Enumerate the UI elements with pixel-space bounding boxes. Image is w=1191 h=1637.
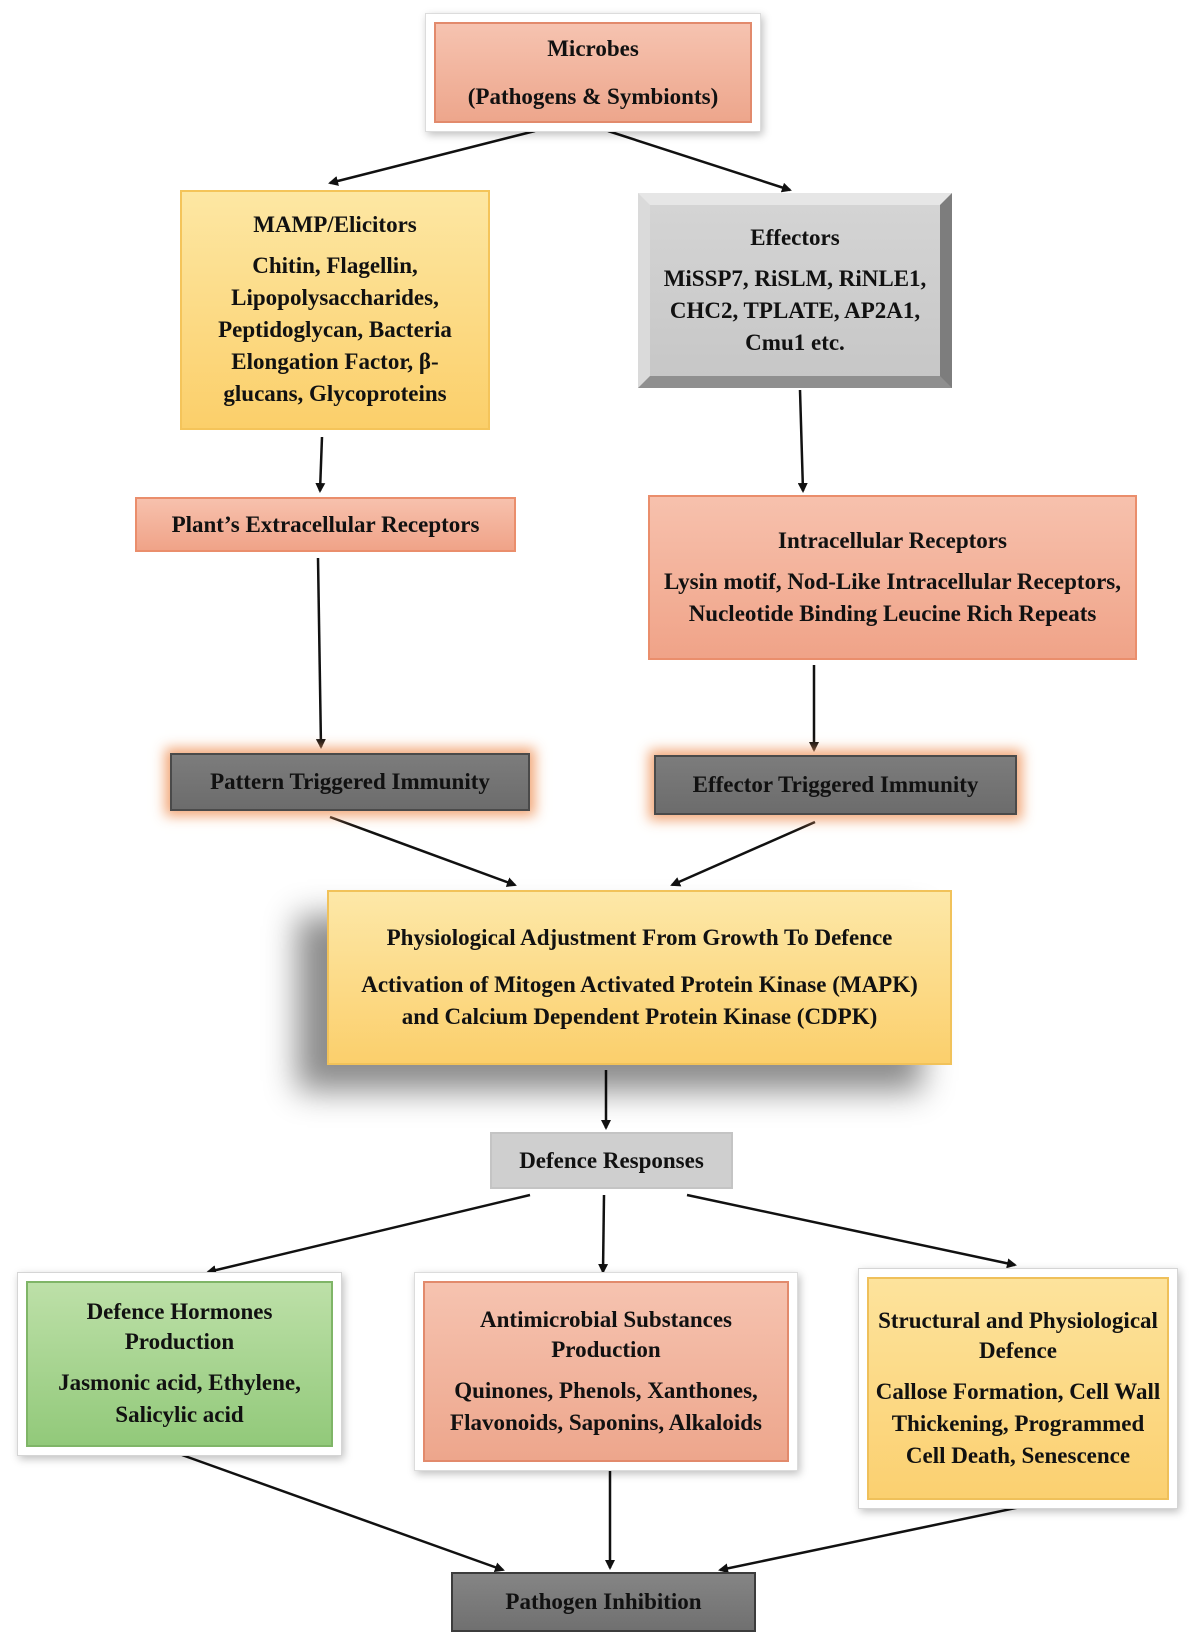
pathogen-inhibition-box: Pathogen Inhibition <box>451 1572 756 1632</box>
structural-physiological-defence-box: Structural and Physiological Defence Cal… <box>859 1269 1177 1508</box>
antimicrobial-title: Antimicrobial Substances Production <box>480 1306 732 1362</box>
arrow-effectors-to-intracellular <box>797 389 808 493</box>
physiological-adjustment-box: Physiological Adjustment From Growth To … <box>327 890 952 1065</box>
arrow-hormones-to-inhibition <box>181 1453 505 1573</box>
arrow-pti-to-physio <box>329 815 517 887</box>
microbes-subtitle: (Pathogens & Symbionts) <box>467 83 719 109</box>
physio-title: Physiological Adjustment From Growth To … <box>386 924 893 950</box>
intracellular-title: Intracellular Receptors <box>778 527 1007 553</box>
inhibition-label: Pathogen Inhibition <box>505 1589 702 1614</box>
defence-responses-label: Defence Responses <box>519 1147 704 1173</box>
hormones-body: Jasmonic acid, Ethylene, Salicylic acid <box>58 1370 301 1427</box>
antimicrobial-substances-box: Antimicrobial Substances Production Quin… <box>415 1273 797 1470</box>
microbes-title: Microbes <box>547 35 639 61</box>
arrow-eti-to-physio <box>670 820 816 887</box>
effectors-body: MiSSP7, RiSLM, RiNLE1, CHC2, TPLATE, AP2… <box>663 265 927 355</box>
mamp-body: Chitin, Flagellin, Lipopolysaccharides, … <box>218 253 452 406</box>
arrow-structural-to-inhibition <box>718 1503 1031 1574</box>
structural-title: Structural and Physiological Defence <box>878 1307 1158 1363</box>
arrow-extracellular-to-pti <box>315 557 326 749</box>
intracellular-receptors-box: Intracellular Receptors Lysin motif, Nod… <box>648 495 1137 660</box>
mamp-elicitors-box: MAMP/Elicitors Chitin, Flagellin, Lipopo… <box>180 190 490 430</box>
effectors-title: Effectors <box>750 224 840 250</box>
pti-label: Pattern Triggered Immunity <box>210 769 490 794</box>
effector-triggered-immunity-box: Effector Triggered Immunity <box>654 755 1017 815</box>
mamp-title: MAMP/Elicitors <box>253 212 417 237</box>
arrow-mamp-to-extracellular <box>315 436 326 493</box>
structural-body: Callose Formation, Cell Wall Thickening,… <box>875 1378 1161 1468</box>
physio-body: Activation of Mitogen Activated Protein … <box>361 971 918 1029</box>
arrow-defence-to-hormones <box>206 1193 531 1276</box>
arrow-defence-to-antimicrobial <box>598 1194 609 1274</box>
pattern-triggered-immunity-box: Pattern Triggered Immunity <box>170 753 530 811</box>
intracellular-body: Lysin motif, Nod-Like Intracellular Rece… <box>664 568 1121 626</box>
extracellular-label: Plant’s Extracellular Receptors <box>171 511 480 537</box>
hormones-title: Defence Hormones Production <box>86 1299 273 1354</box>
eti-label: Effector Triggered Immunity <box>692 772 979 797</box>
arrow-microbes-to-mamp <box>328 129 536 186</box>
defence-hormones-box: Defence Hormones Production Jasmonic aci… <box>18 1273 341 1455</box>
arrow-defence-to-structural <box>686 1193 1017 1269</box>
microbes-box: Microbes (Pathogens & Symbionts) <box>426 14 760 131</box>
antimicrobial-body: Quinones, Phenols, Xanthones, Flavonoids… <box>450 1377 762 1435</box>
arrow-microbes-to-effectors <box>607 129 792 193</box>
defence-responses-box: Defence Responses <box>490 1132 733 1189</box>
effectors-box: Effectors MiSSP7, RiSLM, RiNLE1, CHC2, T… <box>638 193 952 388</box>
extracellular-receptors-box: Plant’s Extracellular Receptors <box>135 497 516 552</box>
